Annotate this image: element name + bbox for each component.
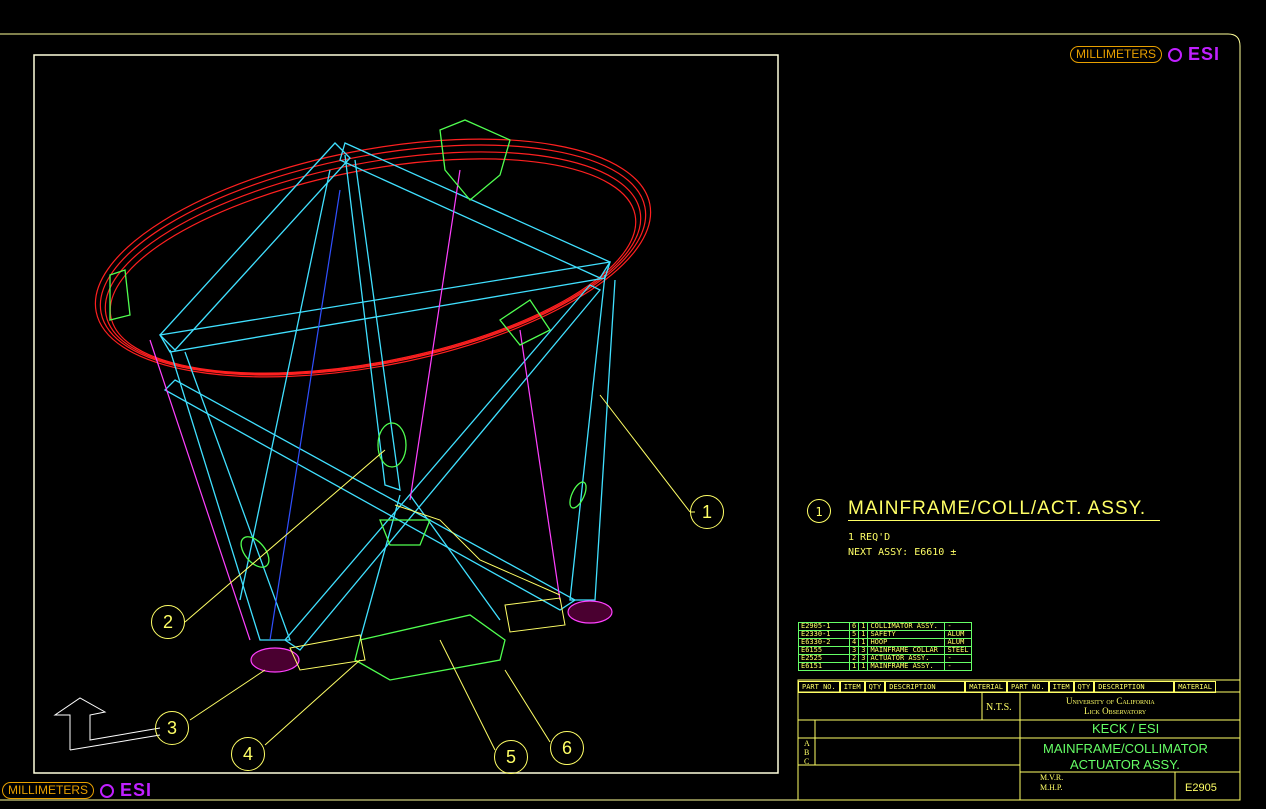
hoop-ring <box>94 138 652 378</box>
balloon-6: 6 <box>550 731 584 765</box>
org-line-1: University of California <box>1066 696 1155 706</box>
parts-cell-part: E6151 <box>798 662 850 671</box>
mainframe-struts <box>158 142 616 651</box>
assembly-title: MAINFRAME/COLL/ACT. ASSY. <box>848 498 1161 521</box>
header-material-2: MATERIAL <box>1174 681 1216 693</box>
units-badge-bottom: MILLIMETERS ESI <box>2 780 152 801</box>
view-frame <box>33 54 779 774</box>
units-badge-top: MILLIMETERS ESI <box>1070 44 1220 65</box>
header-part-no: PART NO. <box>798 681 840 693</box>
project-name: KECK / ESI <box>1092 721 1160 736</box>
header-description: DESCRIPTION <box>885 681 966 693</box>
leader-lines <box>184 394 695 751</box>
parts-list-header: PART NO. ITEM QTY DESCRIPTION MATERIAL P… <box>798 681 1216 693</box>
parts-cell-qty: 1 <box>858 662 869 671</box>
drawing-number: E2905 <box>1185 782 1217 794</box>
header-item-2: ITEM <box>1048 681 1074 693</box>
rev-c: C <box>804 757 810 766</box>
parts-cell-mat: - <box>944 662 972 671</box>
checked-by: M.H.P. <box>1040 783 1063 792</box>
units-label: MILLIMETERS <box>1070 46 1163 63</box>
base-plates <box>289 504 566 671</box>
assembly-item-marker: 1 <box>807 499 831 523</box>
esi-logo-icon <box>100 783 115 798</box>
drawing-title-line-1: MAINFRAME/COLLIMATOR <box>1043 741 1208 756</box>
scale-note: N.T.S. <box>986 702 1012 713</box>
units-label: MILLIMETERS <box>2 782 95 799</box>
orientation-triad <box>53 697 161 751</box>
title-block <box>797 679 1241 801</box>
mainframe-collars <box>250 600 613 673</box>
drawing-title-line-2: ACTUATOR ASSY. <box>1070 757 1180 772</box>
header-qty-2: QTY <box>1073 681 1095 693</box>
balloon-4: 4 <box>231 737 265 771</box>
drawn-by: M.V.R. <box>1040 773 1064 782</box>
header-qty: QTY <box>864 681 886 693</box>
parts-cell-item: 1 <box>848 662 860 671</box>
esi-logo-icon <box>1168 47 1183 62</box>
inner-struts <box>149 169 561 641</box>
esi-logo: ESI <box>1188 44 1221 64</box>
balloon-5: 5 <box>494 740 528 774</box>
balloon-2: 2 <box>151 605 185 639</box>
header-material: MATERIAL <box>965 681 1007 693</box>
header-description-2: DESCRIPTION <box>1094 681 1175 693</box>
org-line-2: Lick Observatory <box>1084 706 1147 716</box>
header-part-no-2: PART NO. <box>1006 681 1049 693</box>
sheet-border <box>0 33 1241 801</box>
actuator-assemblies <box>109 119 587 681</box>
header-item: ITEM <box>839 681 865 693</box>
parts-cell-desc: MAINFRAME ASSY. <box>867 662 946 671</box>
rev-b: B <box>804 748 810 757</box>
rev-a: A <box>804 739 810 748</box>
next-assy-note: NEXT ASSY: E6610 ± <box>848 547 957 558</box>
esi-logo: ESI <box>120 780 153 800</box>
balloon-1: 1 <box>690 495 724 529</box>
qty-note: 1 REQ'D <box>848 532 891 543</box>
balloon-3: 3 <box>155 711 189 745</box>
